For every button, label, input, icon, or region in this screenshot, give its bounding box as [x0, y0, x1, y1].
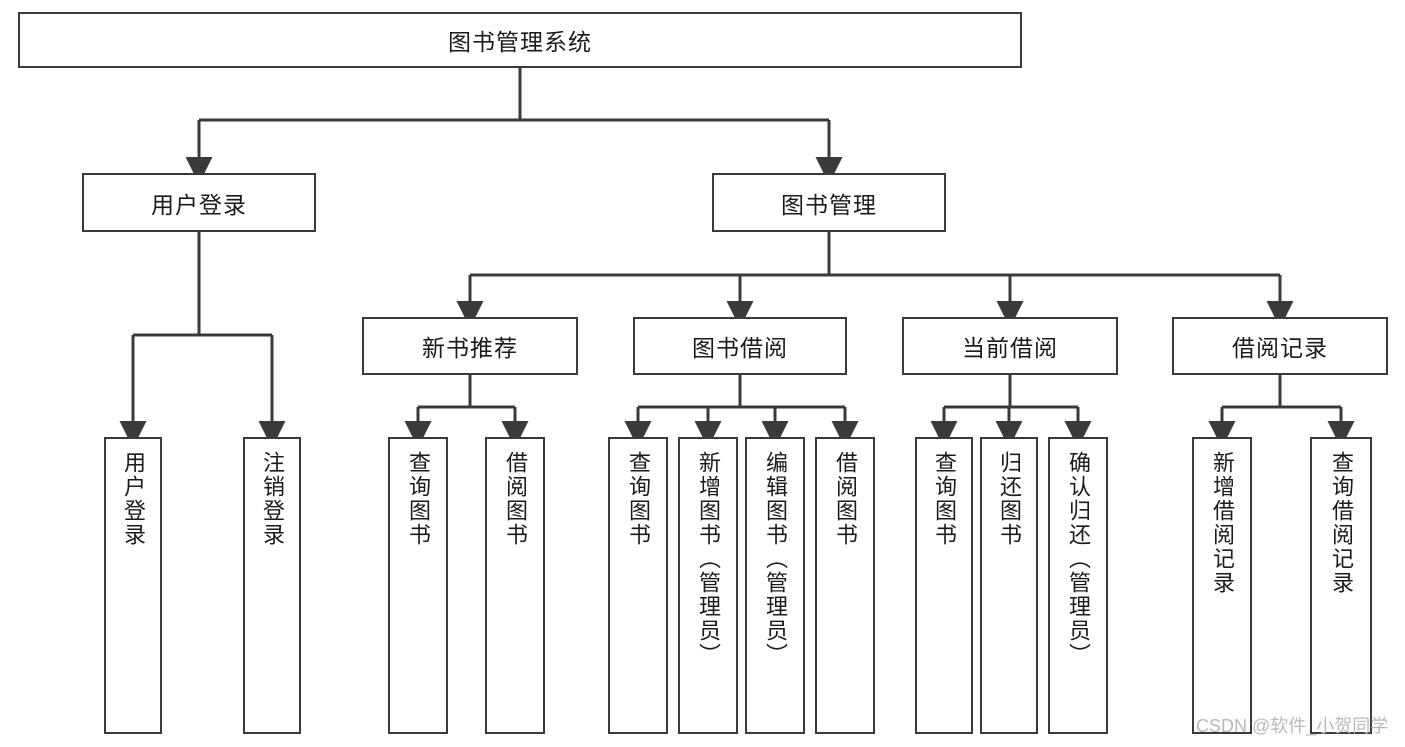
node-leaf-borrow-book-rec-label: 借阅图书: [502, 451, 528, 547]
node-current-borrow-label: 当前借阅: [962, 335, 1058, 361]
node-leaf-confirm-return-admin[interactable]: 确认归还（管理员）: [1048, 437, 1108, 734]
node-leaf-add-book-admin[interactable]: 新增图书（管理员）: [678, 437, 738, 734]
node-leaf-edit-book-admin[interactable]: 编辑图书（管理员）: [745, 437, 805, 734]
node-book-management-label: 图书管理: [781, 191, 877, 218]
node-leaf-borrow-book-rec[interactable]: 借阅图书: [485, 437, 545, 734]
node-leaf-borrow-book-label: 借阅图书: [832, 451, 858, 547]
node-leaf-confirm-return-admin-label: 确认归还（管理员）: [1065, 451, 1091, 667]
node-root[interactable]: 图书管理系统: [18, 12, 1022, 68]
node-borrow-record-label: 借阅记录: [1232, 335, 1328, 361]
node-leaf-logout[interactable]: 注销登录: [243, 437, 301, 734]
node-leaf-query-book-borrow-label: 查询图书: [625, 451, 651, 547]
node-leaf-query-borrow-record-label: 查询借阅记录: [1328, 451, 1354, 595]
node-leaf-user-login[interactable]: 用户登录: [104, 437, 162, 734]
node-leaf-add-borrow-record[interactable]: 新增借阅记录: [1192, 437, 1252, 734]
node-leaf-return-book[interactable]: 归还图书: [980, 437, 1038, 734]
node-leaf-query-book-current[interactable]: 查询图书: [915, 437, 973, 734]
node-book-borrow[interactable]: 图书借阅: [633, 317, 847, 375]
node-leaf-return-book-label: 归还图书: [996, 451, 1022, 547]
node-user-login-label: 用户登录: [151, 191, 247, 218]
node-leaf-query-book-rec-label: 查询图书: [405, 451, 431, 547]
node-leaf-query-book-rec[interactable]: 查询图书: [388, 437, 448, 734]
node-user-login[interactable]: 用户登录: [82, 173, 316, 232]
node-leaf-edit-book-admin-label: 编辑图书（管理员）: [762, 451, 788, 667]
node-book-borrow-label: 图书借阅: [692, 335, 788, 361]
node-leaf-add-book-admin-label: 新增图书（管理员）: [695, 451, 721, 667]
node-leaf-query-borrow-record[interactable]: 查询借阅记录: [1310, 437, 1372, 734]
node-borrow-record[interactable]: 借阅记录: [1172, 317, 1388, 375]
node-leaf-logout-label: 注销登录: [259, 451, 285, 547]
node-current-borrow[interactable]: 当前借阅: [902, 317, 1118, 375]
node-leaf-query-book-current-label: 查询图书: [931, 451, 957, 547]
node-book-management[interactable]: 图书管理: [712, 173, 946, 232]
node-leaf-borrow-book[interactable]: 借阅图书: [815, 437, 875, 734]
csdn-watermark: CSDN @软件_小贺同学: [1196, 716, 1389, 736]
node-new-book-recommend[interactable]: 新书推荐: [362, 317, 578, 375]
node-root-label: 图书管理系统: [448, 29, 592, 55]
node-leaf-query-book-borrow[interactable]: 查询图书: [608, 437, 668, 734]
node-new-book-recommend-label: 新书推荐: [422, 335, 518, 361]
node-leaf-add-borrow-record-label: 新增借阅记录: [1209, 451, 1235, 595]
node-leaf-user-login-label: 用户登录: [120, 451, 146, 547]
